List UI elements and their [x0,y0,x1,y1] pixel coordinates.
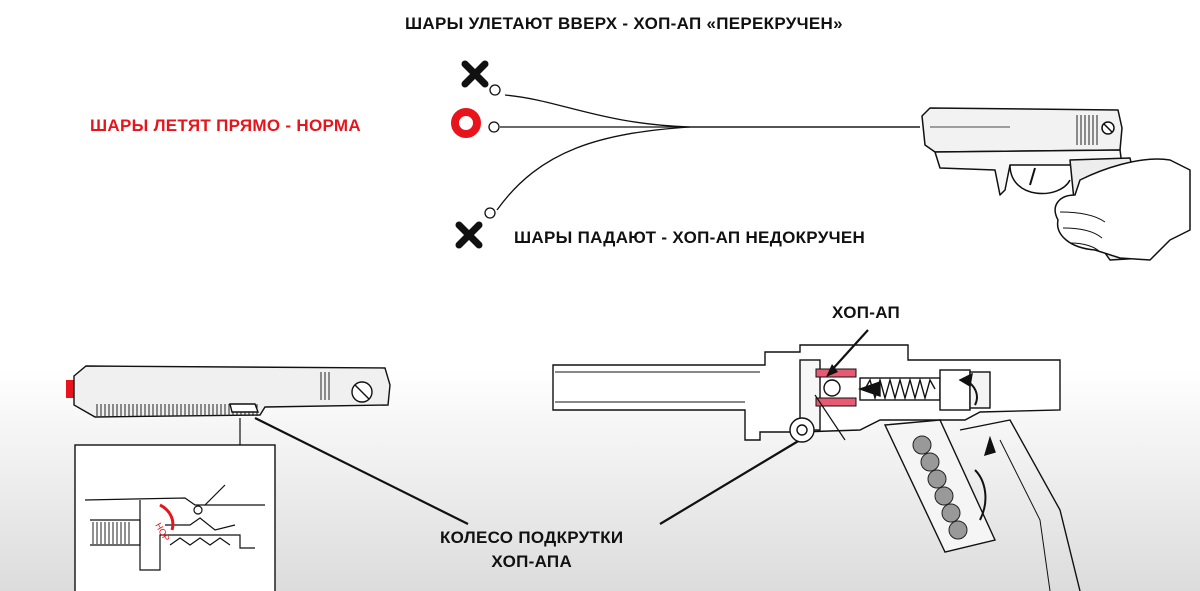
wheel-pointer-lines [254,417,801,525]
x-mark-icon [455,221,483,249]
ball-straight [488,121,500,133]
label-hop-up-wheel: КОЛЕСО ПОДКРУТКИ ХОП-АПА [440,526,623,574]
slide-side-view [66,365,391,418]
ball-markers [484,84,501,219]
label-balls-up: ШАРЫ УЛЕТАЮТ ВВЕРХ - ХОП-АП «ПЕРЕКРУЧЕН» [405,14,843,33]
trajectory-up [504,94,920,128]
hop-up-pointer [829,329,869,373]
ball-down [484,207,496,219]
target-ring-icon [451,108,481,138]
label-balls-straight: ШАРЫ ЛЕТЯТ ПРЯМО - НОРМА [90,116,361,135]
label-hop-up: ХОП-АП [832,303,901,322]
trajectories [496,94,920,211]
inset-detail: HOP [74,444,276,591]
trajectory-down [496,126,691,211]
label-wheel-line2: ХОП-АПА [491,552,573,571]
hop-up-arrowhead [826,364,838,377]
cutaway-diagram [552,344,1081,591]
label-wheel-line1: КОЛЕСО ПОДКРУТКИ [440,528,624,547]
ball-up [489,84,501,96]
label-balls-down: ШАРЫ ПАДАЮТ - ХОП-АП НЕДОКРУЧЕН [514,228,866,247]
x-mark-icon [461,60,489,88]
pistol-illustration [921,107,1191,261]
